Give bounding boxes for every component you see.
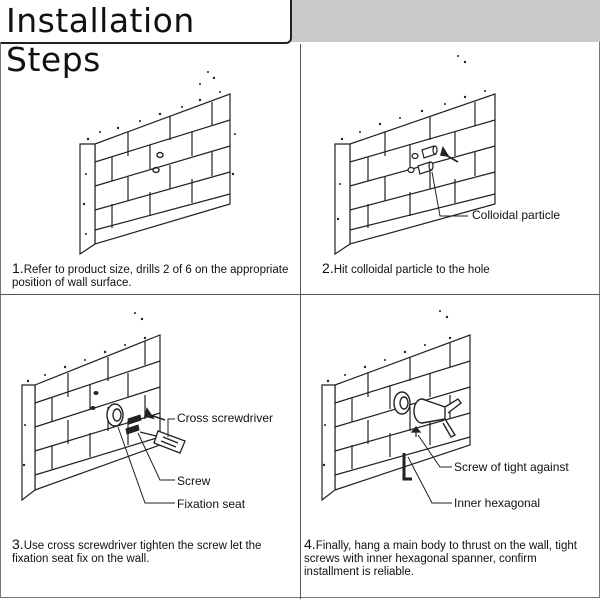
set-screw [410, 426, 422, 437]
step2-text: Hit colloidal particle to the hole [333, 264, 490, 276]
step3-caption: 3.Use cross screwdriver tighten the scre… [12, 536, 296, 566]
step2-number: 2. [322, 260, 334, 276]
wall-speckle [322, 310, 452, 467]
callout-fixation-seat: Fixation seat [177, 497, 246, 511]
leader-cross-screwdriver [167, 418, 175, 437]
step4-text: Finally, hang a main body to thrust on t… [304, 540, 577, 578]
step3-text: Use cross screwdriver tighten the screw … [12, 540, 262, 565]
screwdriver [139, 430, 186, 454]
step4-number: 4. [304, 536, 316, 552]
title-box: Installation Steps [0, 0, 292, 79]
step1-text: Refer to product size, drills 2 of 6 on … [12, 264, 289, 289]
step1-illustration [79, 71, 236, 256]
step3-illustration [21, 312, 186, 504]
callout-screw: Screw [177, 474, 211, 488]
brick-wall [79, 93, 231, 256]
colloidal-particles [407, 145, 438, 175]
brick-wall [321, 334, 471, 502]
drill-holes [152, 151, 164, 174]
fixation-seat [106, 403, 124, 427]
arrow [144, 407, 166, 421]
step2-caption: 2.Hit colloidal particle to the hole [322, 260, 592, 277]
screws [125, 414, 142, 435]
callout-inner-hexagonal: Inner hexagonal [454, 496, 541, 510]
step3-number: 3. [12, 536, 24, 552]
callout-leader [431, 171, 468, 217]
step4-caption: 4.Finally, hang a main body to thrust on… [304, 536, 594, 579]
leader-screw [137, 432, 175, 481]
brick-wall [21, 334, 161, 502]
vertical-divider [300, 44, 301, 599]
step1-caption: 1.Refer to product size, drills 2 of 6 o… [12, 260, 294, 290]
wall-speckle [22, 312, 147, 467]
page-title: Installation Steps [6, 1, 195, 79]
wall-speckle [82, 71, 236, 235]
hex-key [402, 453, 412, 481]
header-bar: Installation Steps [0, 0, 600, 79]
leader-fixation-seat [117, 426, 175, 504]
holes [90, 391, 99, 410]
callout-screw-tight-against: Screw of tight against [454, 460, 569, 474]
leader-screw-tight [417, 434, 452, 468]
hook-body [413, 398, 462, 438]
mount-plate [393, 391, 411, 415]
step2-illustration [334, 55, 496, 256]
leader-inner-hex [407, 456, 452, 504]
brick-wall [334, 93, 496, 256]
step1-number: 1. [12, 260, 24, 276]
callout-colloidal-particle: Colloidal particle [472, 208, 561, 222]
step4-illustration [321, 310, 471, 504]
callout-cross-screwdriver: Cross screwdriver [177, 411, 274, 425]
push-arrow [439, 146, 459, 163]
wall-speckle [336, 55, 486, 221]
